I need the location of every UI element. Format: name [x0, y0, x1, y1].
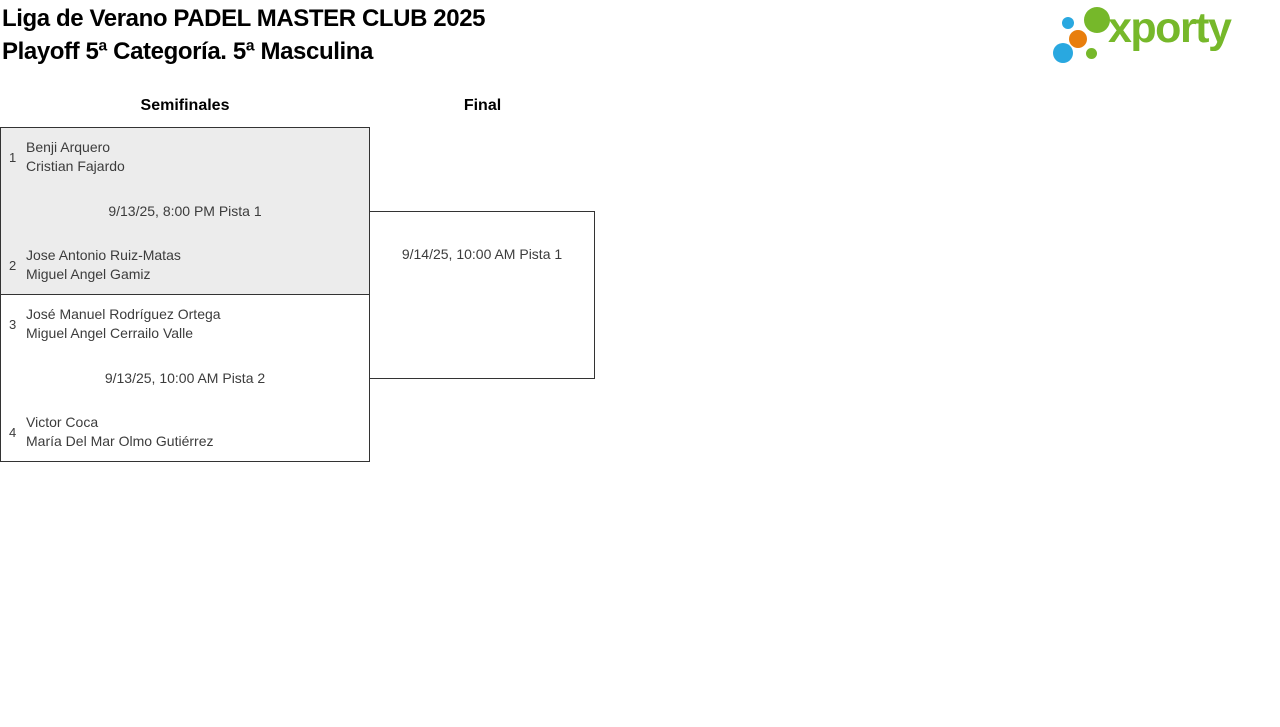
logo-dot-orange-icon: [1069, 30, 1087, 48]
player-name: Jose Antonio Ruiz-Matas: [26, 247, 181, 263]
team-slot: 4 Victor Coca María Del Mar Olmo Gutiérr…: [1, 413, 369, 451]
logo-wordmark: xporty: [1108, 4, 1232, 52]
match-schedule: 9/13/25, 10:00 AM Pista 2: [104, 370, 266, 386]
match-schedule: 9/14/25, 10:00 AM Pista 1: [401, 246, 563, 262]
team-names: Jose Antonio Ruiz-Matas Miguel Angel Gam…: [26, 246, 181, 284]
page-title-line2: Playoff 5ª Categoría. 5ª Masculina: [2, 38, 373, 65]
seed-number: 2: [9, 257, 17, 273]
player-name: Miguel Angel Cerrailo Valle: [26, 325, 194, 341]
semifinal-match-2[interactable]: 3 José Manuel Rodríguez Ortega Miguel An…: [0, 294, 370, 462]
logo-dot-green-small-icon: [1086, 48, 1097, 59]
team-names: Benji Arquero Cristian Fajardo: [26, 138, 125, 176]
team-names: Victor Coca María Del Mar Olmo Gutiérrez: [26, 413, 213, 451]
team-slot: 3 José Manuel Rodríguez Ortega Miguel An…: [1, 305, 369, 343]
round-header-final: Final: [463, 97, 502, 114]
round-header-semifinals: Semifinales: [140, 97, 230, 114]
player-name: Cristian Fajardo: [26, 158, 125, 174]
seed-number: 4: [9, 424, 17, 440]
player-name: Victor Coca: [26, 414, 99, 430]
team-slot: 2 Jose Antonio Ruiz-Matas Miguel Angel G…: [1, 246, 369, 284]
logo-dot-blue-small-icon: [1062, 17, 1074, 29]
xporty-logo[interactable]: xporty: [1048, 0, 1280, 70]
team-slot: 1 Benji Arquero Cristian Fajardo: [1, 138, 369, 176]
match-schedule: 9/13/25, 8:00 PM Pista 1: [108, 203, 262, 219]
player-name: María Del Mar Olmo Gutiérrez: [26, 433, 214, 449]
page-title-line1: Liga de Verano PADEL MASTER CLUB 2025: [2, 5, 486, 32]
seed-number: 1: [9, 149, 17, 165]
logo-dot-green-large-icon: [1084, 7, 1110, 33]
player-name: Benji Arquero: [26, 139, 111, 155]
logo-dot-blue-large-icon: [1053, 43, 1073, 63]
player-name: José Manuel Rodríguez Ortega: [26, 306, 221, 322]
final-match[interactable]: 9/14/25, 10:00 AM Pista 1: [369, 211, 595, 379]
player-name: Miguel Angel Gamiz: [26, 266, 151, 282]
seed-number: 3: [9, 316, 17, 332]
semifinal-match-1[interactable]: 1 Benji Arquero Cristian Fajardo 9/13/25…: [0, 127, 370, 295]
team-names: José Manuel Rodríguez Ortega Miguel Ange…: [26, 305, 221, 343]
page-title: Liga de Verano PADEL MASTER CLUB 2025 Pl…: [2, 2, 486, 68]
